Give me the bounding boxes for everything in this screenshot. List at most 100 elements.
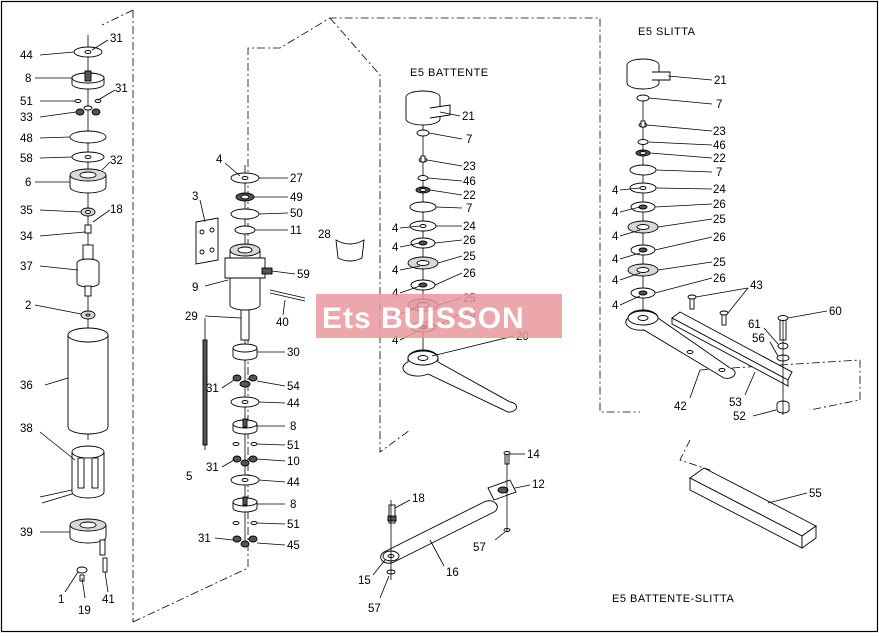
label-4: 4	[612, 275, 619, 287]
label-4: 4	[612, 207, 619, 219]
label-6: 6	[25, 177, 31, 189]
label-15: 15	[358, 575, 371, 587]
label-57: 57	[473, 542, 486, 554]
arm-42	[625, 309, 736, 379]
label-4: 4	[216, 154, 223, 166]
section-title-slitta: E5 SLITTA	[638, 26, 696, 38]
label-31: 31	[198, 533, 211, 545]
label-3: 3	[192, 191, 198, 203]
label-4: 4	[392, 242, 399, 254]
label-50: 50	[290, 208, 303, 220]
label-4: 4	[392, 265, 399, 277]
label-30: 30	[287, 347, 300, 359]
label-26: 26	[463, 235, 476, 247]
column-motor-stack	[34, 35, 116, 599]
label-24: 24	[713, 184, 726, 196]
label-33: 33	[20, 112, 33, 124]
label-1: 1	[58, 594, 64, 606]
label-4: 4	[612, 231, 619, 243]
label-23: 23	[713, 126, 726, 138]
label-32: 32	[110, 155, 123, 167]
label-56: 56	[752, 333, 765, 345]
label-8: 8	[25, 73, 31, 85]
label-11: 11	[290, 225, 302, 237]
arm-16	[380, 500, 498, 564]
label-34: 34	[20, 231, 33, 243]
label-55: 55	[809, 488, 822, 500]
label-53: 53	[729, 397, 742, 409]
section-title-battente: E5 BATTENTE	[410, 67, 489, 79]
label-31: 31	[115, 83, 128, 95]
label-51: 51	[287, 440, 300, 452]
label-2: 2	[25, 300, 31, 312]
label-28: 28	[318, 229, 331, 241]
stator-38	[71, 452, 105, 499]
label-59: 59	[297, 269, 310, 281]
label-36: 36	[20, 380, 33, 392]
label-9: 9	[192, 282, 198, 294]
label-41: 41	[102, 594, 115, 606]
label-26: 26	[463, 268, 476, 280]
labels-motor-stack: 44 31 8 51 31 33 48 58 32 6 35 18 34 37 …	[20, 33, 128, 617]
label-54: 54	[287, 381, 300, 393]
label-27: 27	[290, 173, 303, 185]
label-4: 4	[612, 254, 619, 266]
label-39: 39	[20, 527, 33, 539]
label-25: 25	[713, 214, 726, 226]
label-51: 51	[20, 96, 33, 108]
watermark-box	[316, 294, 562, 338]
label-19: 19	[78, 605, 91, 617]
column-battente	[399, 90, 518, 413]
label-21: 21	[462, 111, 475, 123]
label-16: 16	[446, 567, 459, 579]
label-25: 25	[713, 257, 726, 269]
label-22: 22	[463, 190, 476, 202]
label-60: 60	[829, 306, 842, 318]
label-61: 61	[748, 319, 761, 331]
motor-housing-36	[67, 335, 109, 435]
footer-caption: E5 BATTENTE-SLITTA	[612, 593, 734, 605]
label-5: 5	[186, 471, 192, 483]
label-46: 46	[713, 140, 726, 152]
label-4: 4	[612, 300, 619, 312]
label-58: 58	[20, 153, 33, 165]
label-31: 31	[206, 462, 219, 474]
label-25: 25	[463, 251, 476, 263]
label-12: 12	[532, 479, 545, 491]
label-18: 18	[412, 493, 425, 505]
label-22: 22	[713, 153, 726, 165]
label-10: 10	[287, 456, 300, 468]
label-26: 26	[713, 232, 726, 244]
label-7: 7	[716, 99, 722, 111]
label-40: 40	[276, 317, 289, 329]
column-slitta	[619, 58, 828, 549]
label-21: 21	[714, 75, 727, 87]
labels-linkage: 14 18 12 57 16 15 57	[358, 449, 545, 615]
label-4: 4	[392, 335, 399, 347]
column-gearbox-stack	[195, 162, 365, 548]
label-42: 42	[674, 401, 687, 413]
label-24: 24	[463, 221, 476, 233]
arm-20	[402, 349, 518, 413]
labels-slitta: 21 7 23 46 22 7 4 24 4 26 4 25 4 26 4 25…	[612, 75, 842, 500]
label-51: 51	[287, 519, 300, 531]
label-14: 14	[527, 449, 540, 461]
label-31: 31	[110, 33, 123, 45]
watermark-text: Ets BUISSON	[322, 302, 525, 335]
block-55	[689, 467, 817, 537]
label-23: 23	[463, 161, 476, 173]
label-7: 7	[466, 134, 472, 146]
label-29: 29	[185, 311, 198, 323]
label-18: 18	[110, 204, 123, 216]
label-26: 26	[713, 273, 726, 285]
label-52: 52	[733, 411, 746, 423]
label-8: 8	[290, 421, 296, 433]
label-7: 7	[466, 203, 472, 215]
label-31: 31	[206, 383, 219, 395]
label-44: 44	[20, 50, 33, 62]
label-43: 43	[750, 280, 763, 292]
label-44: 44	[287, 398, 300, 410]
cover-21	[626, 58, 660, 90]
